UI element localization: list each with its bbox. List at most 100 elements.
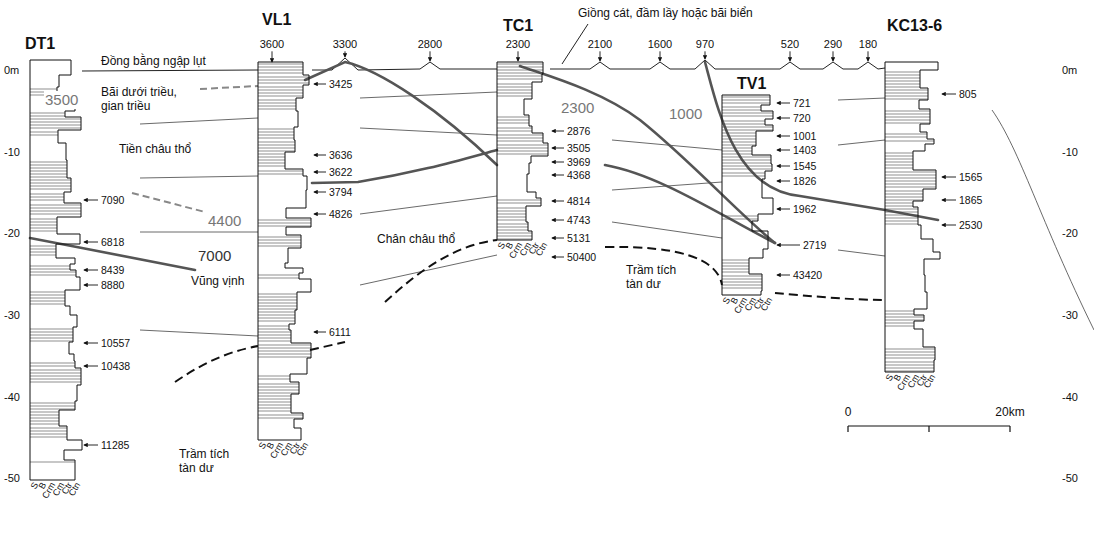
depth-label: -20 [1062,227,1078,240]
lithology-hatch [258,390,299,391]
age-value: 3425 [328,78,353,90]
lithology-hatch [497,135,543,136]
lithology-hatch [497,214,526,215]
lithology-hatch [885,123,930,124]
age-value: 721 [792,97,812,109]
lithology-hatch [497,239,532,240]
facies-label: Bãi dưới triều, gian triều [100,86,198,114]
lithology-hatch [258,73,303,74]
lithology-hatch [30,228,57,229]
lithology-hatch [885,212,918,213]
correlation-line [360,128,497,135]
age-value: 1962 [792,203,817,215]
lithology-hatch [885,215,918,216]
lithology-hatch [30,197,64,198]
lithology-hatch [885,209,918,210]
lithology-hatch [885,368,934,369]
lithology-hatch [885,175,936,176]
lithology-hatch [30,205,81,206]
lithology-hatch [258,335,291,336]
lithology-hatch [722,116,773,117]
elevation-value: 1600 [648,38,672,51]
lithology-hatch [258,345,311,346]
lithology-hatch [30,135,58,136]
lithology-hatch [722,176,765,177]
lithology-hatch [258,309,297,310]
lithology-hatch [722,260,749,261]
lithology-hatch [722,139,756,140]
lithology-hatch [885,194,923,195]
lithology-hatch [497,128,532,129]
correlation-line [838,250,885,256]
lithology-hatch [30,376,81,377]
lithology-hatch [258,145,295,146]
lithology-hatch [30,431,67,432]
depth-label: -30 [4,309,20,322]
lithology-hatch [722,163,771,164]
lithology-hatch [30,168,67,169]
lithology-hatch [885,87,920,88]
lithology-hatch [722,124,765,125]
lithology-hatch [258,318,295,319]
lithology-hatch [258,64,303,65]
lithology-hatch [885,320,924,321]
lithology-hatch [885,358,935,359]
lithology-hatch [497,138,543,139]
sample-arrow [314,332,326,333]
isochron-dashed [132,193,205,212]
lithology-hatch [258,338,291,339]
lithology-hatch [30,462,75,463]
isochron-line [605,165,775,243]
depth-label: -50 [4,472,20,485]
lithology-hatch [30,255,56,256]
lithology-hatch [258,240,301,241]
position-arrow [705,51,706,59]
age-value: 4826 [328,208,353,220]
column-outline [722,95,773,295]
lithology-hatch [30,266,70,267]
correlation-line [360,255,497,285]
sample-arrow [777,150,790,151]
lithology-hatch [258,103,296,104]
lithology-hatch [258,151,295,152]
lithology-hatch [497,70,543,71]
lithology-hatch [258,278,299,279]
sample-arrow [942,177,956,178]
age-value: 11285 [100,439,130,451]
age-value: 3505 [566,142,591,154]
sample-arrow [777,103,790,104]
lithology-hatch [722,133,756,134]
lithology-hatch [258,87,303,88]
borehole-name: VL1 [262,10,291,30]
age-value: 2876 [566,125,591,137]
correlation-line [838,140,885,145]
lithology-hatch [30,165,67,166]
lithology-hatch [885,200,923,201]
lithology-hatch [722,145,756,146]
correlation-line [992,110,1094,330]
lithology-hatch [30,125,81,126]
lithology-hatch [30,222,57,223]
isochron-label: 4400 [207,212,242,229]
lithology-hatch [885,162,913,163]
sample-arrow [777,181,790,182]
lithology-hatch [497,220,526,221]
borehole-column: KC13-6 [885,62,940,372]
borehole-name: TV1 [737,74,766,94]
column-outline [258,62,311,440]
age-value: 1865 [958,194,983,206]
lithology-hatch [30,437,67,438]
transgression-surface [385,240,497,302]
sample-arrow [942,94,956,95]
sample-arrow [314,214,326,215]
position-arrow [272,51,273,62]
lithology-hatch [497,151,548,152]
age-value: 1403 [792,144,817,156]
lithology-hatch [30,428,67,429]
lithology-hatch [722,107,761,108]
scale-label: 20km [995,406,1024,420]
age-value: 4743 [566,214,591,226]
lithology-hatch [30,292,65,293]
lithology-hatch [258,148,295,149]
